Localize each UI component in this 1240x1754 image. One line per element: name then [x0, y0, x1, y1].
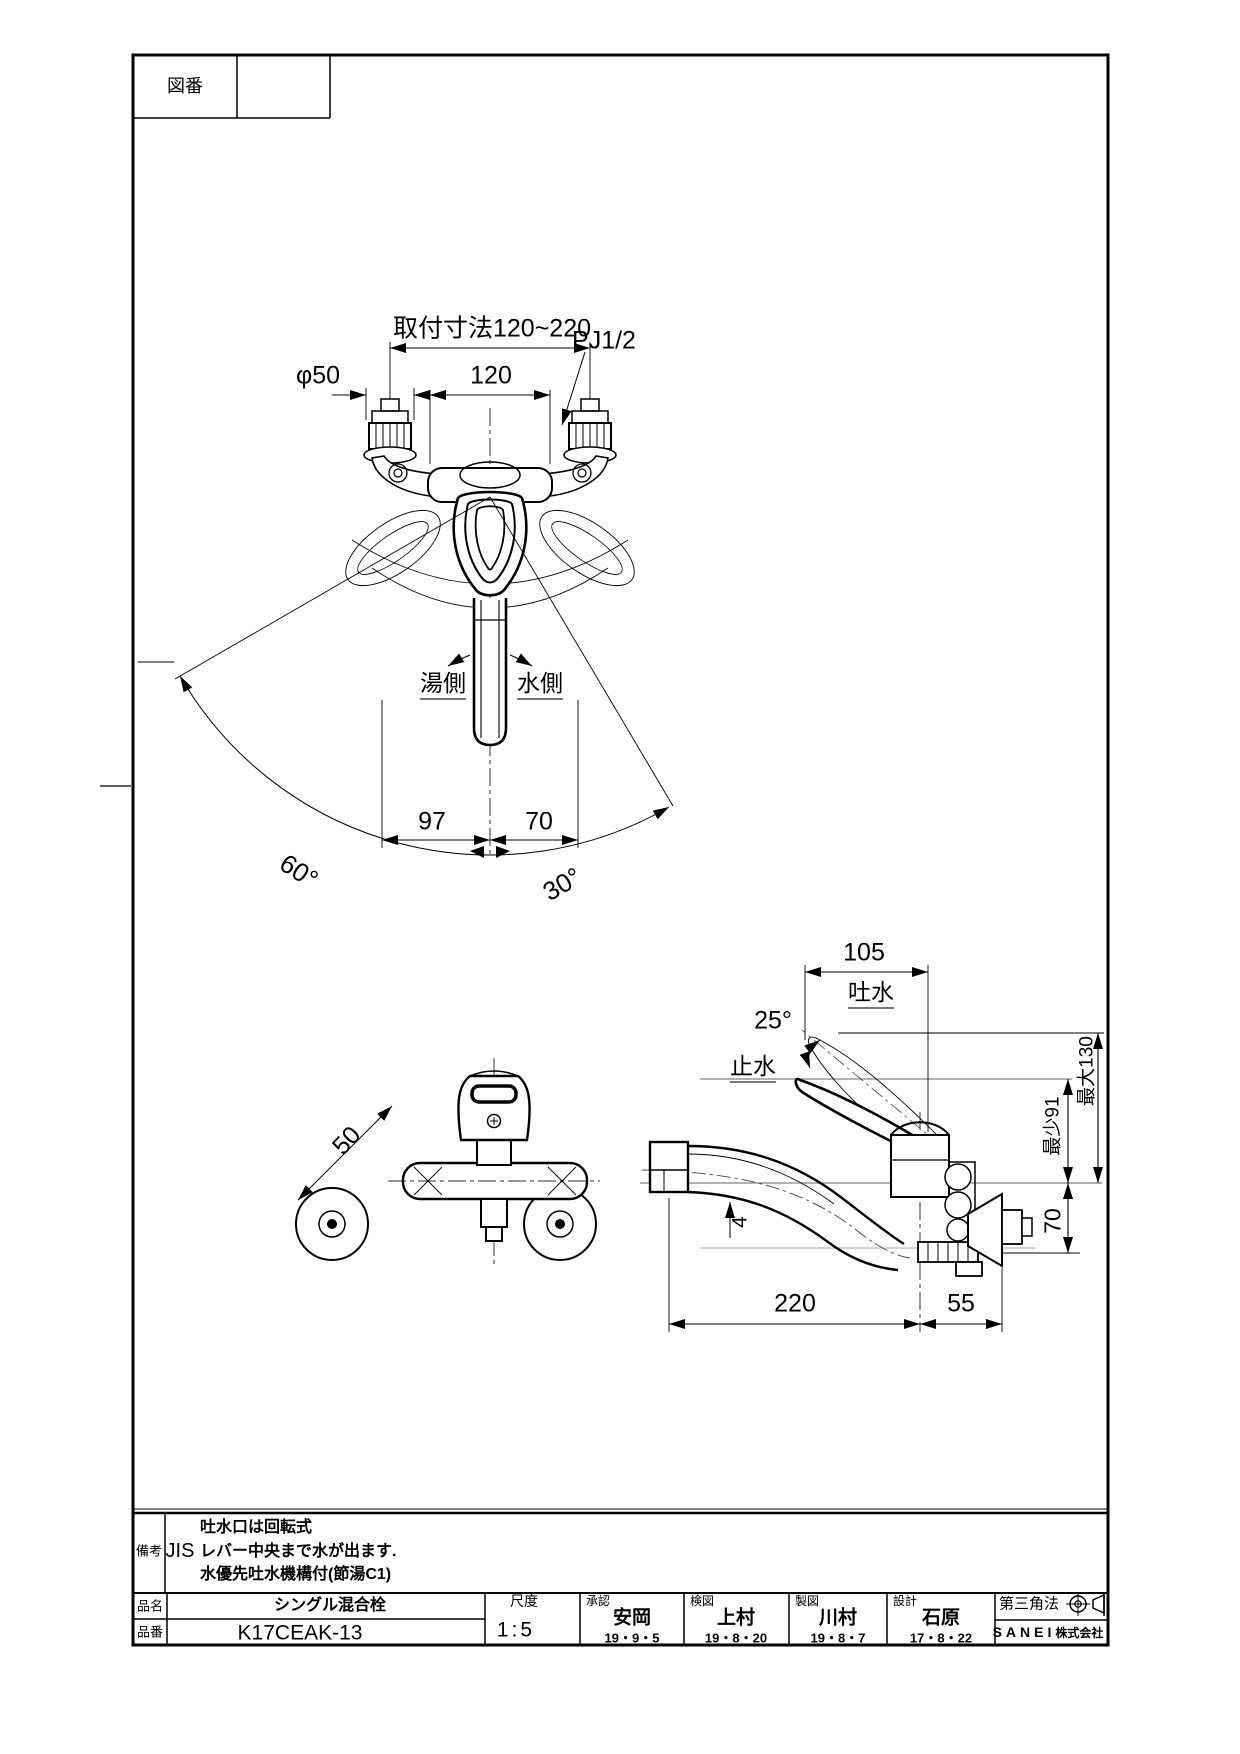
- front-view-linework: [295, 1058, 600, 1268]
- angle-25: 25°: [754, 1006, 792, 1035]
- dim-97: 97: [418, 807, 446, 836]
- company: SANEI株式会社: [993, 1625, 1104, 1639]
- company-suffix: 株式会社: [1055, 1626, 1104, 1640]
- design-date: 17・8・22: [909, 1630, 973, 1646]
- hot-side-label: 湯側: [420, 672, 466, 700]
- remarks-line-1: 吐水口は回転式: [200, 1519, 313, 1536]
- side-view-linework: [640, 965, 1104, 1332]
- remarks-line-2: レバー中央まで水が出ます.: [200, 1543, 397, 1560]
- check-role: 検図: [690, 1594, 715, 1608]
- approval-date: 19・9・5: [604, 1630, 660, 1646]
- dim-mounting-pitch: 取付寸法120~220: [392, 314, 592, 343]
- remarks-line-3: 水優先吐水機構付(節湯C1): [200, 1566, 392, 1583]
- dim-max-130: 最大130: [1076, 1036, 1098, 1106]
- drafting-role: 製図: [795, 1594, 820, 1608]
- drawing-no-label: 図番: [167, 76, 203, 96]
- drafting-name: 川村: [818, 1607, 858, 1629]
- spout-flow-label: 吐水: [848, 981, 894, 1009]
- projection-label: 第三角法: [998, 1595, 1060, 1613]
- stop-water-label: 止水: [730, 1055, 776, 1083]
- product-name-label: 品名: [136, 1598, 164, 1614]
- dim-55: 55: [947, 1289, 975, 1318]
- drafting-date: 19・8・7: [810, 1630, 866, 1646]
- cold-side-label: 水側: [517, 672, 563, 700]
- dim-220: 220: [774, 1289, 816, 1318]
- dim-dia-50: φ50: [295, 361, 341, 390]
- scale-value: 1:5: [496, 1618, 536, 1642]
- design-role: 設計: [893, 1594, 918, 1608]
- thread-spec-pj12: PJ1/2: [572, 326, 636, 355]
- dim-min-91: 最少91: [1042, 1096, 1064, 1156]
- check-name: 上村: [716, 1607, 756, 1629]
- product-no: K17CEAK-13: [237, 1621, 363, 1645]
- dim-120: 120: [470, 361, 512, 390]
- standard-jis: JIS: [165, 1540, 195, 1562]
- dim-70-side: 70: [1039, 1208, 1066, 1234]
- approval-name: 安岡: [612, 1607, 652, 1629]
- dim-105: 105: [843, 938, 885, 967]
- approval-role: 承認: [586, 1594, 611, 1608]
- third-angle-projection-icon: [1066, 1592, 1105, 1616]
- remarks-label: 備考: [135, 1543, 163, 1559]
- top-view-linework: [138, 342, 674, 858]
- product-name: シングル混合栓: [273, 1597, 387, 1614]
- design-name: 石原: [921, 1607, 961, 1629]
- dim-4: 4: [728, 1216, 752, 1228]
- sheet-frame: [100, 53, 1110, 1647]
- company-name: SANEI: [992, 1624, 1056, 1640]
- product-no-label: 品番: [136, 1624, 164, 1640]
- dim-70-top: 70: [525, 807, 553, 836]
- check-date: 19・8・20: [704, 1630, 768, 1646]
- scale-label: 尺度: [510, 1593, 538, 1609]
